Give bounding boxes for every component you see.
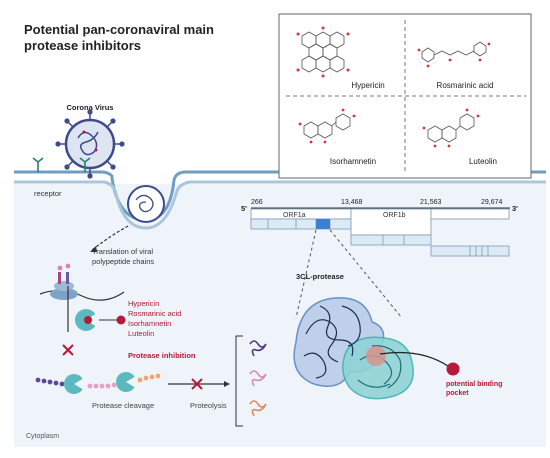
translation-line-2: polypeptide chains [92,257,154,266]
structure-label-luteolin: Luteolin [469,157,497,166]
luteolin-structure-icon [422,108,480,148]
orf1b-box [350,208,432,236]
orf1b-label: ORF1b [383,212,406,219]
inhibition-cross-icon [62,344,74,356]
structures-panel: Hypericin Rosmarinic acid Isorhamnetin [278,13,532,179]
binding-pocket-pointer [379,351,449,367]
inhibited-protease-icon [75,309,100,331]
structure-label-rosmarinic-acid: Rosmarinic acid [437,81,494,90]
inhibitor-isorhamnetin: Isorhamnetin [128,319,171,328]
inhibitor-list: Hypericin Rosmarinic acid Isorhamnetin L… [128,299,181,338]
title-line-2: protease inhibitors [24,38,141,53]
proteolysis-cross-icon [191,378,203,390]
receptor-icon [32,157,91,172]
translation-arrow-head [90,246,97,252]
inhibitor-hypericin: Hypericin [128,299,159,308]
3cl-protease-segment [316,219,330,229]
endocytosed-virus-icon [127,185,165,223]
structural-genes-box [430,208,510,220]
rosmarinic-acid-structure-icon [417,41,491,68]
genome-map: 5' 3' 266 13,468 21,563 29,674 ORF1a ORF… [241,199,518,257]
protease-cleavage-icon [35,372,161,394]
binding-pocket-label-1: potential binding [446,381,502,388]
isorhamnetin-structure-icon [298,108,356,144]
genome-pos-29674: 29,674 [481,199,503,206]
zoom-line-right [329,229,403,319]
proteolysis-arrow-head [224,381,230,387]
virus-label: Corona Virus [67,103,114,112]
protease-inhibition-label: Protease inhibition [128,351,196,360]
inhibitor-molecule-icon [116,315,126,325]
five-prime-label: 5' [241,204,247,213]
title-line-1: Potential pan-coronaviral main [24,22,214,37]
viral-proteins-icon [249,340,267,417]
proteolysis-label: Proteolysis [190,401,227,410]
genome-pos-21563: 21,563 [420,199,442,206]
3cl-protease-label: 3CL-protease [296,272,344,281]
nsp-boxes-1a [250,218,352,230]
inhibitor-luteolin: Luteolin [128,329,154,338]
binding-ligand-icon [446,362,460,376]
genome-pos-266: 266 [251,199,263,206]
receptor-label: receptor [34,189,62,198]
genome-pos-13468: 13,468 [341,199,363,206]
cytoplasm-label: Cytoplasm [26,433,59,440]
translation-arrow [91,225,129,251]
binding-pocket-highlight [366,346,386,366]
membrane-inner [14,180,546,230]
products-bracket [235,335,243,427]
protease-cleavage-label: Protease cleavage [92,401,154,410]
corona-virus-icon [55,109,125,179]
translation-line-1: Translation of viral [92,247,153,256]
three-prime-label: 3' [512,204,518,213]
orf1a-label: ORF1a [283,212,306,219]
nsp-boxes-1b [350,234,432,246]
structure-label-hypericin: Hypericin [351,81,384,90]
structure-label-isorhamnetin: Isorhamnetin [330,157,376,166]
ribosome-icon [39,263,125,301]
inhibitor-rosmarinic-acid: Rosmarinic acid [128,309,181,318]
binding-pocket-label-2: pocket [446,390,469,397]
hypericin-structure-icon [296,26,350,78]
